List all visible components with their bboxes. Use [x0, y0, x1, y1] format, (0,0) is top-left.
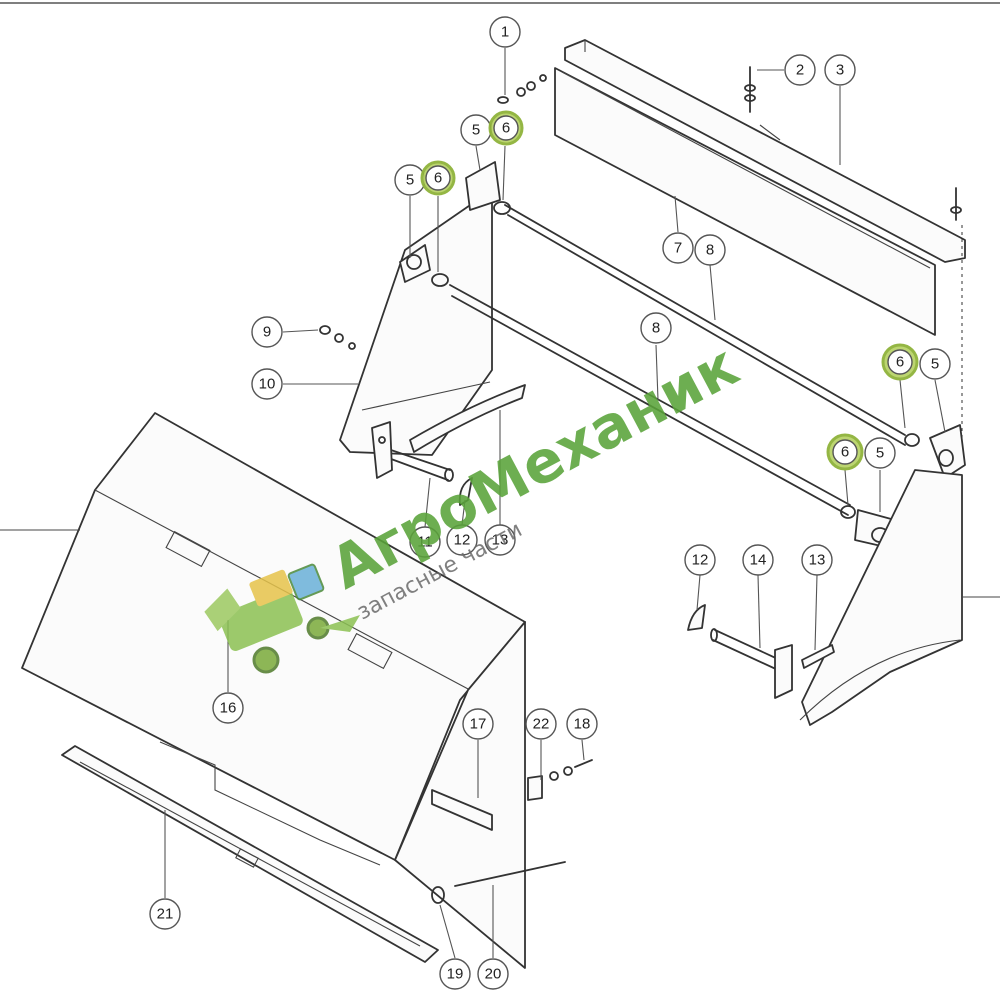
callout-8-b: 8	[640, 312, 672, 344]
part-7-back-panel	[554, 67, 936, 336]
callout-9: 9	[251, 316, 283, 348]
fastener-22-18	[527, 759, 593, 801]
callout-22: 22	[525, 708, 557, 740]
callout-14: 14	[742, 544, 774, 576]
callout-17: 17	[462, 708, 494, 740]
part-8-rod-lower	[449, 284, 851, 516]
bearing-right-upper	[904, 424, 966, 479]
part-12-clip-left	[458, 477, 473, 506]
part-8-rod-upper	[504, 204, 906, 446]
callout-5-d: 5	[864, 437, 896, 469]
callout-6-d: 6	[826, 433, 864, 471]
svg-text:1: 1	[501, 24, 509, 41]
callout-13-a: 13	[484, 524, 516, 556]
callout-18: 18	[566, 708, 598, 740]
callout-2: 2	[784, 54, 816, 86]
callout-12-a: 12	[446, 524, 478, 556]
svg-text:3: 3	[836, 62, 844, 79]
svg-text:13: 13	[492, 532, 509, 549]
svg-text:16: 16	[220, 700, 237, 717]
part-11-shaft-left	[371, 421, 454, 482]
callout-19: 19	[439, 958, 471, 990]
part-13-guide-strip-right	[801, 644, 835, 669]
svg-text:5: 5	[406, 172, 414, 189]
part-12-clip-right	[687, 604, 706, 631]
callout-11: 11	[409, 526, 441, 558]
svg-text:6: 6	[896, 354, 904, 371]
callout-8-a: 8	[694, 234, 726, 266]
svg-text:14: 14	[750, 552, 767, 569]
svg-text:12: 12	[454, 532, 471, 549]
callout-5-a: 5	[460, 114, 492, 146]
callout-5-c: 5	[919, 348, 951, 380]
svg-text:5: 5	[876, 445, 884, 462]
part-14-shaft-right	[710, 628, 793, 699]
svg-text:8: 8	[706, 242, 714, 259]
svg-text:21: 21	[157, 906, 174, 923]
callout-3: 3	[824, 54, 856, 86]
svg-text:6: 6	[434, 170, 442, 187]
svg-text:8: 8	[652, 320, 660, 337]
callout-16: 16	[212, 692, 244, 724]
svg-text:20: 20	[485, 966, 502, 983]
svg-text:13: 13	[809, 552, 826, 569]
bearing-left-upper	[465, 161, 511, 215]
callout-6-b: 6	[420, 160, 456, 196]
callout-6-c: 6	[881, 343, 919, 381]
callout-10: 10	[251, 368, 283, 400]
part-21-bottom-rail	[61, 745, 439, 963]
callout-1: 1	[489, 16, 521, 48]
svg-text:19: 19	[447, 966, 464, 983]
callout-12-b: 12	[684, 544, 716, 576]
fastener-right-bolt	[950, 187, 963, 440]
svg-text:6: 6	[841, 444, 849, 461]
callout-20: 20	[477, 958, 509, 990]
svg-text:10: 10	[259, 376, 276, 393]
callout-13-b: 13	[801, 544, 833, 576]
bearing-left-lower	[399, 244, 449, 287]
svg-text:5: 5	[931, 356, 939, 373]
svg-text:7: 7	[674, 240, 682, 257]
svg-text:17: 17	[470, 716, 487, 733]
svg-text:9: 9	[263, 324, 271, 341]
svg-text:12: 12	[692, 552, 709, 569]
svg-text:6: 6	[502, 120, 510, 137]
svg-text:2: 2	[796, 62, 804, 79]
fastener-9-bolt	[319, 325, 356, 350]
callout-6-a: 6	[488, 110, 524, 146]
combine-harvester-icon	[204, 563, 360, 674]
callout-5-b: 5	[394, 164, 426, 196]
part-13-guide-strip-left	[409, 384, 526, 453]
svg-text:18: 18	[574, 716, 591, 733]
right-side-plate	[799, 469, 1000, 726]
part-20-rod	[454, 861, 566, 887]
svg-text:11: 11	[417, 534, 433, 551]
callout-21: 21	[149, 898, 181, 930]
svg-text:22: 22	[533, 716, 550, 733]
part-3-rail	[564, 39, 966, 263]
fastener-2-bolt	[744, 66, 756, 113]
fastener-1-bolt-washers	[497, 74, 547, 104]
part-16-front-panel	[0, 412, 526, 969]
part-19-pin	[431, 886, 445, 904]
callout-7: 7	[662, 232, 694, 264]
svg-text:5: 5	[472, 122, 480, 139]
part-17-bracket	[431, 789, 493, 831]
leader-lines	[164, 48, 946, 959]
